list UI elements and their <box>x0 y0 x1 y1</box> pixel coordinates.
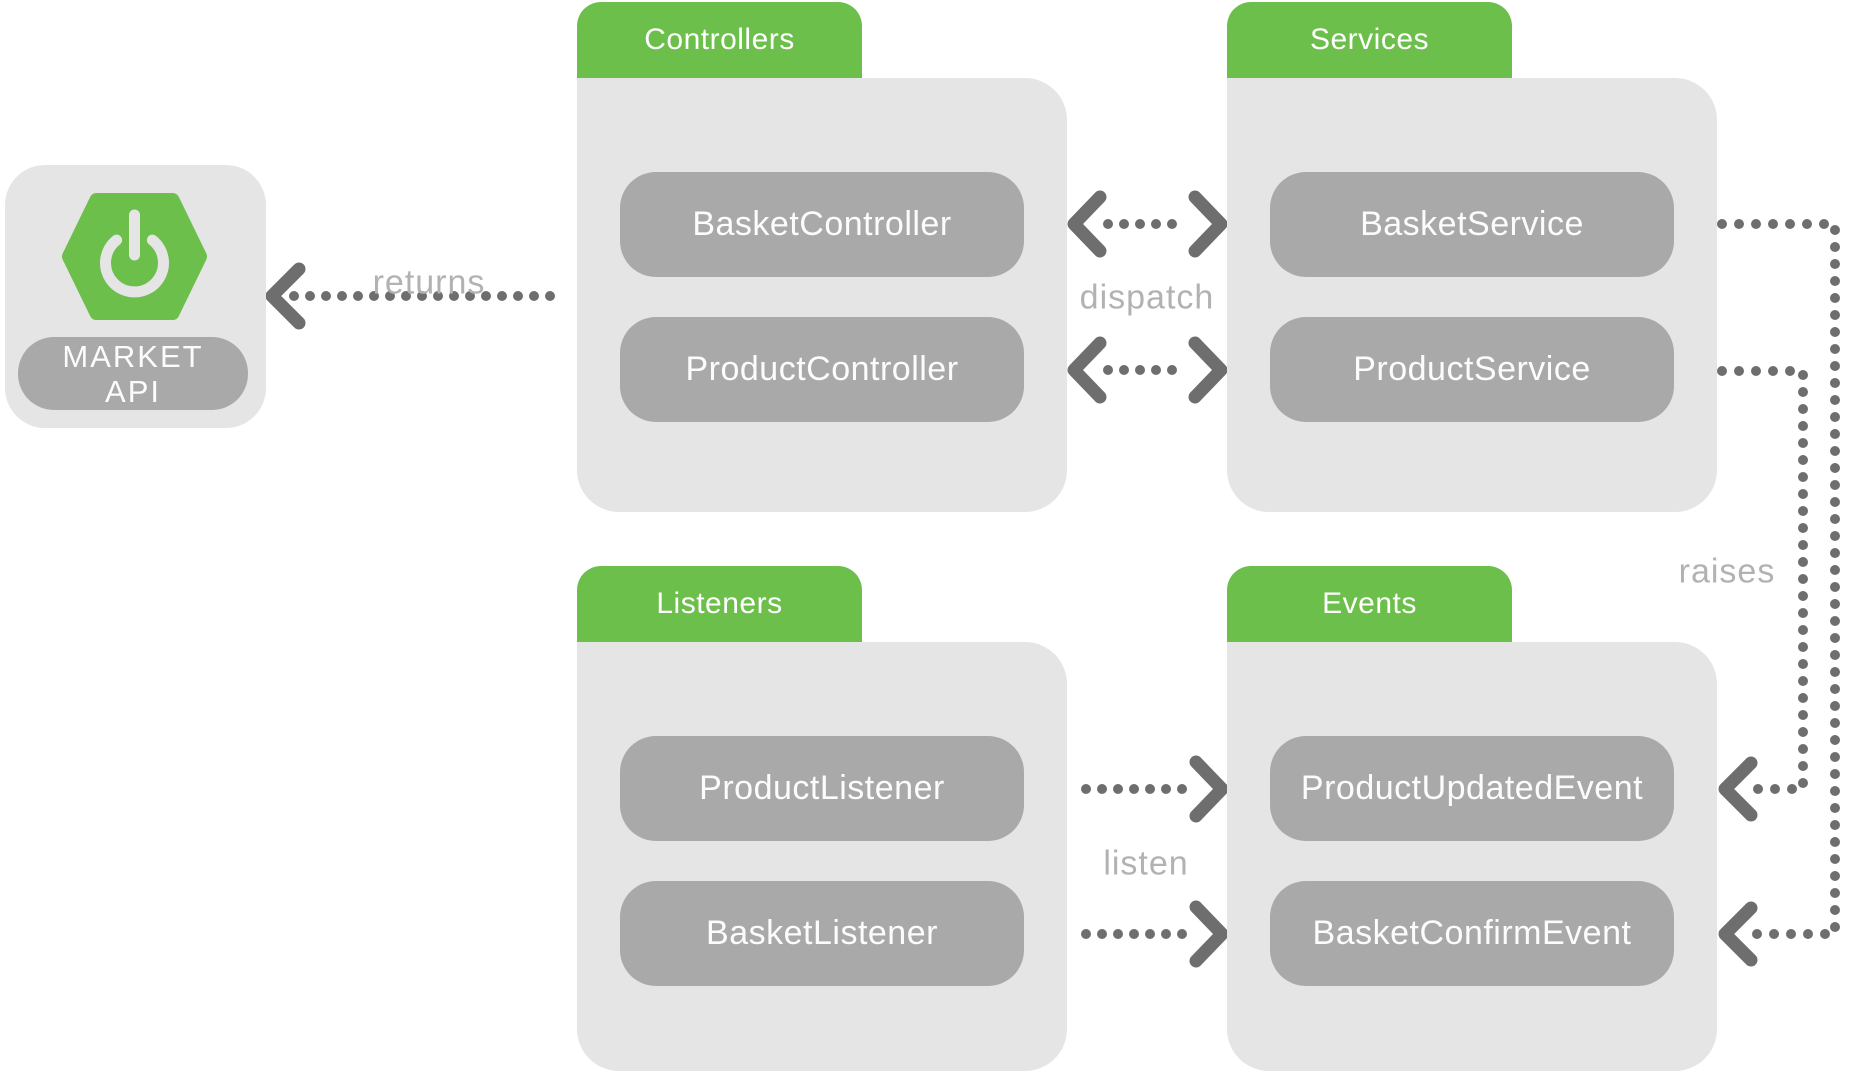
folder-controllers: Controllers BasketController ProductCont… <box>577 2 1067 512</box>
node-basket-listener: BasketListener <box>620 881 1024 986</box>
market-api-node: MARKET API <box>5 165 266 428</box>
edge-label-listen: listen <box>1103 844 1189 883</box>
folder-controllers-body: BasketController ProductController <box>577 78 1067 512</box>
market-api-label-line2: API <box>105 373 161 409</box>
folder-services: Services BasketService ProductService <box>1227 2 1717 512</box>
folder-controllers-title: Controllers <box>644 23 795 56</box>
folder-events-tab: Events <box>1227 566 1512 642</box>
folder-services-body: BasketService ProductService <box>1227 78 1717 512</box>
edge-dispatch-arrows <box>1067 190 1228 404</box>
market-api-label-line1: MARKET <box>62 338 204 374</box>
node-basket-confirm-event: BasketConfirmEvent <box>1270 881 1674 986</box>
folder-listeners-tab: Listeners <box>577 566 862 642</box>
edge-label-returns: returns <box>372 263 486 302</box>
folder-listeners: Listeners ProductListener BasketListener <box>577 566 1067 1071</box>
edge-label-raises: raises <box>1678 552 1776 591</box>
node-product-service: ProductService <box>1270 317 1674 422</box>
node-basket-controller: BasketController <box>620 172 1024 277</box>
node-product-controller: ProductController <box>620 317 1024 422</box>
folder-controllers-tab: Controllers <box>577 2 862 78</box>
spring-boot-icon <box>62 193 207 320</box>
folder-events: Events ProductUpdatedEvent BasketConfirm… <box>1227 566 1717 1071</box>
folder-listeners-title: Listeners <box>656 587 783 620</box>
node-basket-service: BasketService <box>1270 172 1674 277</box>
edge-label-dispatch: dispatch <box>1079 278 1215 317</box>
folder-events-title: Events <box>1322 587 1417 620</box>
folder-services-tab: Services <box>1227 2 1512 78</box>
node-product-listener: ProductListener <box>620 736 1024 841</box>
market-api-label: MARKET API <box>18 337 248 410</box>
folder-listeners-body: ProductListener BasketListener <box>577 642 1067 1071</box>
folder-services-title: Services <box>1309 23 1430 56</box>
edge-returns-arrow <box>265 262 571 330</box>
edge-raises-paths <box>1717 219 1840 967</box>
folder-events-body: ProductUpdatedEvent BasketConfirmEvent <box>1227 642 1717 1071</box>
node-product-updated-event: ProductUpdatedEvent <box>1270 736 1674 841</box>
edge-listen-arrows <box>1081 755 1229 968</box>
